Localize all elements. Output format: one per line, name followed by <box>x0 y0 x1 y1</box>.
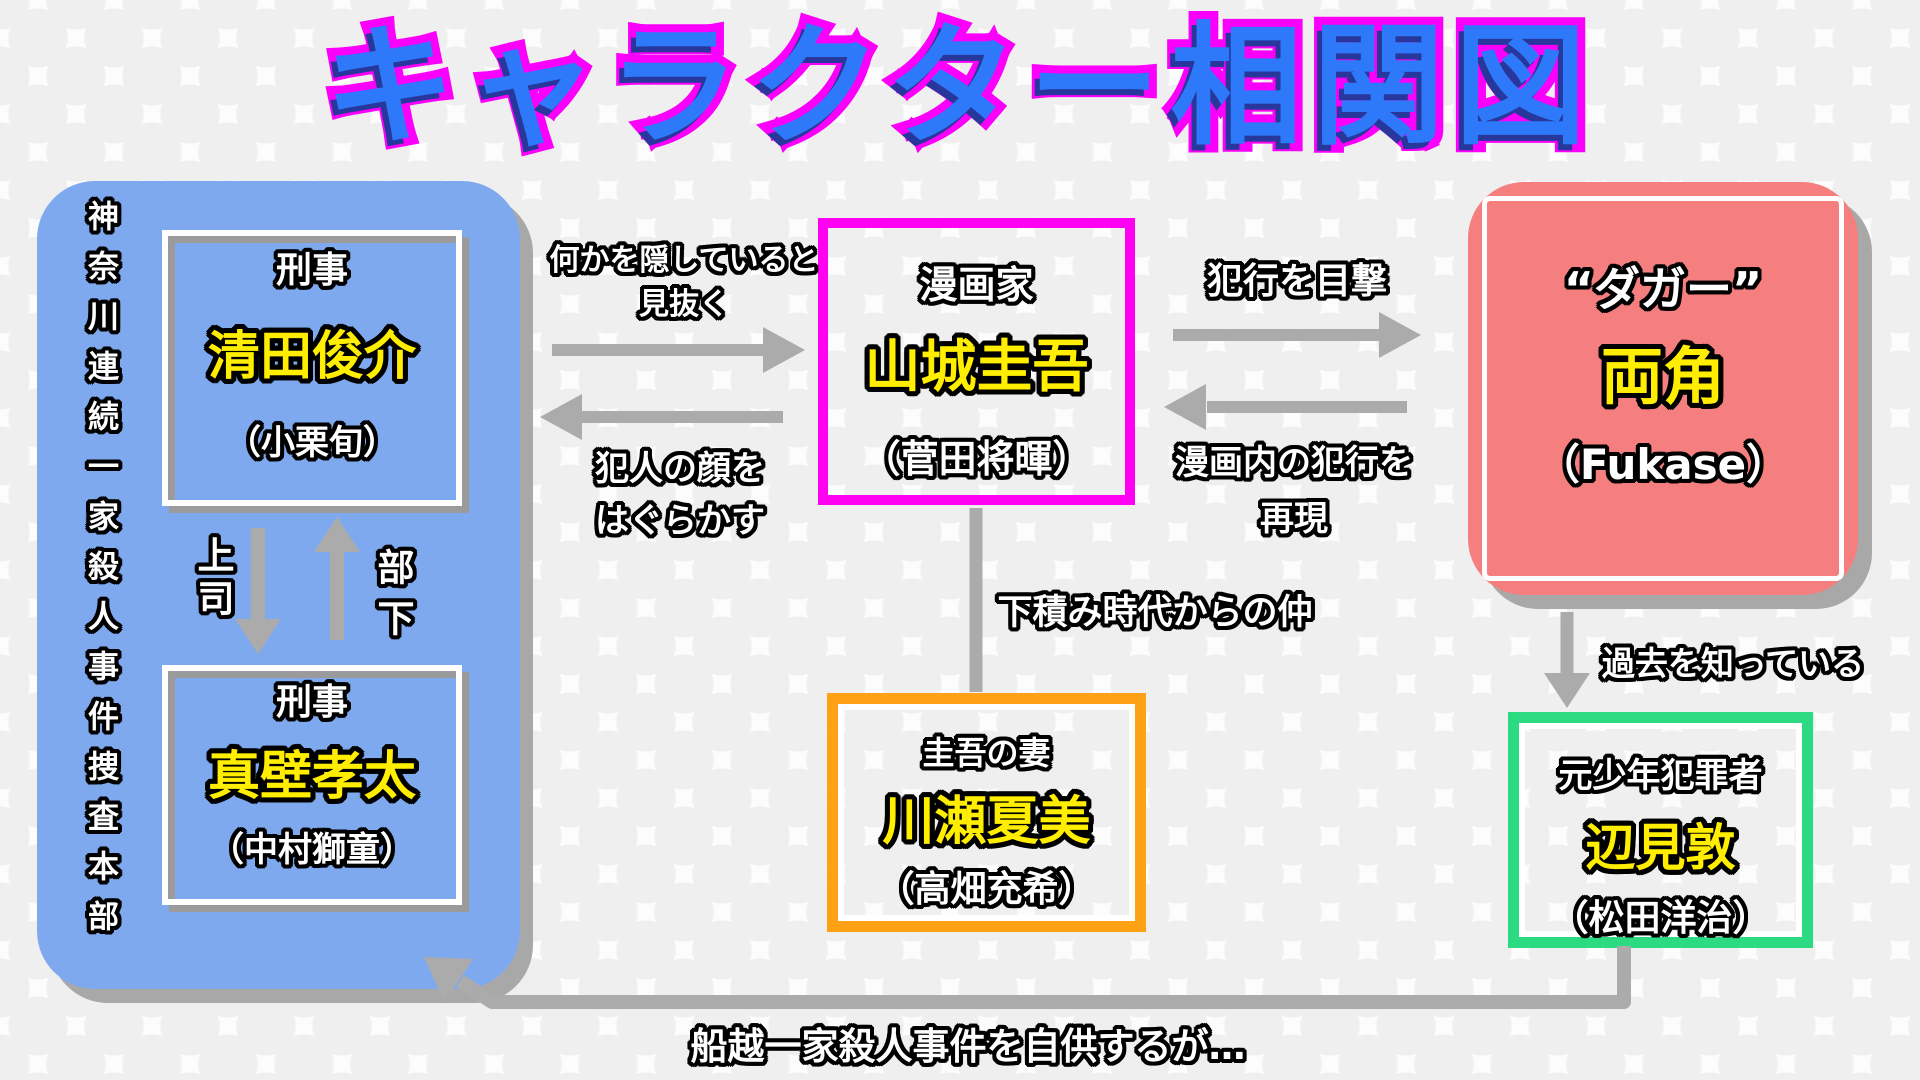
card-hemmi-role: 元少年犯罪者 <box>1558 756 1763 796</box>
card-makabe-name: 真壁孝太 <box>207 747 416 807</box>
card-makabe-actor: （中村獅童） <box>210 830 414 870</box>
card-kawase-actor: （高畑充希） <box>878 869 1095 910</box>
edge-knows-past: 過去を知っている <box>1601 644 1865 683</box>
arrowhead-ryokaku-to-hemmi <box>1544 673 1590 708</box>
edge-evades-line1: 犯人の顔を <box>595 449 765 489</box>
label-subordinate: 部下 <box>371 548 414 650</box>
edge-suspects-line2: 見抜く <box>639 287 729 322</box>
edge-reenact-line2: 再現 <box>1260 499 1328 539</box>
panel-investigation-hq <box>37 181 520 989</box>
arrowhead-seita-to-yamashiro <box>763 327 805 373</box>
card-hemmi-actor: （松田洋治） <box>1552 898 1769 939</box>
page-title-outline: キャラクター相関図 <box>316 4 1597 170</box>
path-hemmi-to-hq <box>456 946 1631 1009</box>
arrowhead-hemmi-to-hq <box>424 957 474 1003</box>
edge-witness: 犯行を目撃 <box>1206 261 1388 302</box>
edge-confession: 船越一家殺人事件を自供するが… <box>690 1025 1246 1068</box>
card-seita-actor: （小栗旬） <box>227 423 397 463</box>
card-yamashiro-role: 漫画家 <box>919 263 1034 307</box>
arrowhead-ryokaku-to-yamashiro <box>1164 384 1206 430</box>
card-kawase-natsumi: 圭吾の妻 川瀬夏美 （高畑充希） <box>827 693 1146 932</box>
edge-reenact-line1: 漫画内の犯行を <box>1175 443 1413 483</box>
card-kawase-role: 圭吾の妻 <box>922 734 1051 772</box>
page-title-text: キャラクター相関図 <box>323 10 1597 164</box>
card-makabe-kota: 刑事 真壁孝太 （中村獅童） <box>162 665 462 905</box>
card-ryokaku-actor: （Fukase） <box>1537 440 1789 489</box>
card-seita-role: 刑事 <box>275 250 348 291</box>
card-ryokaku-dagger: “ダガー” 両角 （Fukase） <box>1468 182 1858 595</box>
card-kawase-name: 川瀬夏美 <box>882 792 1091 852</box>
card-ryokaku-alias: “ダガー” <box>1563 262 1763 316</box>
card-yamashiro-keigo: 漫画家 山城圭吾 （菅田将暉） <box>818 218 1135 505</box>
label-boss: 上司 <box>191 536 234 622</box>
card-yamashiro-name: 山城圭吾 <box>864 335 1089 400</box>
investigation-hq-label: 神奈川連続一家殺人事件捜査本部 <box>82 200 118 950</box>
arrowhead-yamashiro-to-seita <box>540 394 582 440</box>
card-seita-name: 清田俊介 <box>207 327 416 387</box>
arrowhead-subordinate-up <box>314 517 360 552</box>
arrowhead-yamashiro-to-ryokaku <box>1379 312 1421 358</box>
arrowhead-boss-down <box>235 619 281 654</box>
card-makabe-role: 刑事 <box>275 682 348 723</box>
card-hemmi-atsushi: 元少年犯罪者 辺見敦 （松田洋治） <box>1508 712 1813 948</box>
card-seita-shunsuke: 刑事 清田俊介 （小栗旬） <box>162 230 462 506</box>
edge-evades-line2: はぐらかす <box>595 501 765 541</box>
card-yamashiro-actor: （菅田将暉） <box>862 437 1091 481</box>
card-ryokaku-frame <box>1482 196 1844 581</box>
card-hemmi-name: 辺見敦 <box>1585 819 1736 877</box>
edge-suspects-line1: 何かを隠していると <box>549 243 819 278</box>
card-ryokaku-name: 両角 <box>1600 340 1725 413</box>
edge-old-friends: 下積み時代からの仲 <box>997 593 1313 633</box>
